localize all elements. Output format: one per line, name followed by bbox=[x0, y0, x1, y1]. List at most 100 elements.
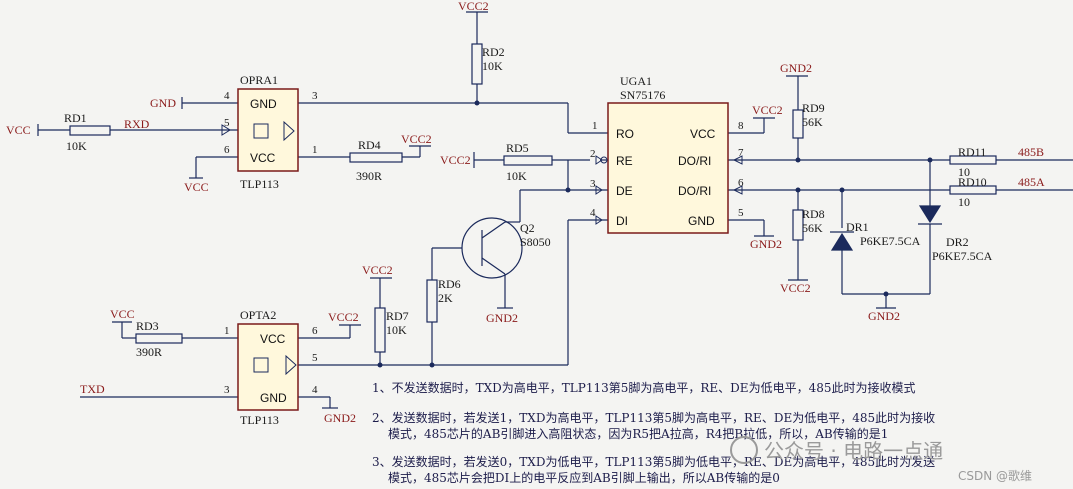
uga1-chip bbox=[607, 102, 729, 234]
uga1-vcc: VCC bbox=[690, 127, 716, 141]
rd4-resistor bbox=[349, 152, 403, 163]
net-vcc-rd3: VCC bbox=[110, 307, 135, 321]
opta2-pin3: 3 bbox=[224, 384, 230, 396]
rd3-label: RD3 bbox=[136, 319, 159, 333]
q2-transistor bbox=[461, 217, 523, 279]
opra1-part: TLP113 bbox=[240, 177, 279, 191]
opra1-pin5: 5 bbox=[224, 117, 230, 129]
rd6-value: 2K bbox=[438, 291, 453, 305]
net-gnd2-opta: GND2 bbox=[324, 411, 356, 425]
net-vcc2-rd4: VCC2 bbox=[401, 132, 432, 146]
rd8-label: RD8 bbox=[802, 207, 825, 221]
rd4-label: RD4 bbox=[358, 138, 381, 152]
rd7-value: 10K bbox=[386, 323, 407, 337]
uga1-pin7: 7 bbox=[738, 147, 744, 159]
opta2-pin1: 1 bbox=[224, 325, 230, 337]
uga1-pin6: 6 bbox=[738, 177, 744, 189]
opta2-pin5: 5 bbox=[312, 352, 318, 364]
uga1-re: RE bbox=[616, 154, 633, 168]
opra1-name: OPRA1 bbox=[240, 73, 278, 87]
rd1-label: RD1 bbox=[64, 111, 87, 125]
net-vcc2-rd8: VCC2 bbox=[780, 281, 811, 295]
uga1-de: DE bbox=[616, 184, 633, 198]
net-gnd2-dr: GND2 bbox=[868, 309, 900, 323]
uga1-pin2: 2 bbox=[590, 148, 596, 160]
opra1-pin6: 6 bbox=[224, 144, 230, 156]
uga1-do2: DO/RI bbox=[678, 184, 711, 198]
net-gnd2-q2: GND2 bbox=[486, 311, 518, 325]
uga1-pin8: 8 bbox=[738, 120, 744, 132]
watermark-main: 公众号 · 电路一点通 bbox=[764, 439, 943, 463]
uga1-gnd: GND bbox=[688, 214, 715, 228]
rd11-value: 10 bbox=[958, 165, 970, 179]
net-gnd2-uga: GND2 bbox=[750, 237, 782, 251]
rd3-resistor bbox=[135, 333, 183, 344]
opra1-pin3: 3 bbox=[312, 90, 318, 102]
rd2-value: 10K bbox=[482, 59, 503, 73]
note-2b: 模式，485芯片的AB引脚进入高阻状态，因为R5把A拉高，R4把B拉低，所以，A… bbox=[388, 426, 888, 441]
opta2-vcc-pin: VCC bbox=[260, 332, 286, 346]
rd9-label: RD9 bbox=[802, 101, 825, 115]
rd1-value: 10K bbox=[66, 139, 87, 153]
rd10-label: RD10 bbox=[958, 175, 987, 189]
rd7-resistor bbox=[374, 307, 386, 353]
opta2-part: TLP113 bbox=[240, 413, 279, 427]
opta2-pin4: 4 bbox=[312, 384, 318, 396]
rd4-value: 390R bbox=[356, 169, 382, 183]
rd6-resistor bbox=[426, 279, 438, 323]
rd5-value: 10K bbox=[506, 169, 527, 183]
note-2: 2、发送数据时，若发送1，TXD为高电平，TLP113第5脚为高电平，RE、DE… bbox=[372, 410, 935, 425]
opta2-name: OPTA2 bbox=[240, 308, 276, 322]
uga1-do1: DO/RI bbox=[678, 154, 711, 168]
opra1-pin4: 4 bbox=[224, 90, 230, 102]
q2-value: S8050 bbox=[520, 235, 551, 249]
net-vcc2-opta: VCC2 bbox=[328, 310, 359, 324]
net-gnd-opra: GND bbox=[150, 96, 176, 110]
dr1-diode bbox=[830, 232, 854, 251]
uga1-part: SN75176 bbox=[620, 88, 665, 102]
net-485a: 485A bbox=[1018, 175, 1045, 189]
dr2-diode bbox=[918, 205, 942, 224]
dr2-value: P6KE7.5CA bbox=[932, 249, 993, 263]
uga1-name: UGA1 bbox=[620, 74, 652, 88]
net-485b: 485B bbox=[1018, 145, 1044, 159]
net-gnd2-rd9: GND2 bbox=[780, 61, 812, 75]
dr1-value: P6KE7.5CA bbox=[860, 234, 921, 248]
net-vcc2-top: VCC2 bbox=[458, 0, 489, 13]
opra1-gnd-pin: GND bbox=[250, 97, 277, 111]
net-rxd: RXD bbox=[124, 117, 150, 131]
uga1-pin5: 5 bbox=[738, 207, 744, 219]
rd9-value: 56K bbox=[802, 115, 823, 129]
rd2-resistor bbox=[471, 43, 483, 85]
net-txd: TXD bbox=[80, 382, 105, 396]
rd7-label: RD7 bbox=[386, 309, 409, 323]
net-vcc2-uga: VCC2 bbox=[752, 103, 783, 117]
opta2-gnd-pin: GND bbox=[260, 391, 287, 405]
uga1-ro: RO bbox=[616, 127, 634, 141]
uga1-pin1: 1 bbox=[592, 120, 598, 132]
note-3: 3、发送数据时，若发送0，TXD为低电平，TLP113第5脚为低电平，RE、DE… bbox=[372, 454, 935, 469]
rd11-label: RD11 bbox=[958, 145, 986, 159]
rd10-value: 10 bbox=[958, 195, 970, 209]
rd2-label: RD2 bbox=[482, 45, 505, 59]
net-vcc-left: VCC bbox=[6, 123, 31, 137]
opra1-pin1: 1 bbox=[312, 144, 318, 156]
dr1-label: DR1 bbox=[846, 220, 869, 234]
uga1-pin4: 4 bbox=[590, 207, 596, 219]
net-vcc-opra: VCC bbox=[184, 180, 209, 194]
dr2-label: DR2 bbox=[946, 235, 969, 249]
rd5-label: RD5 bbox=[506, 141, 529, 155]
rd3-value: 390R bbox=[136, 345, 162, 359]
opta2-pin6: 6 bbox=[312, 325, 318, 337]
rd8-value: 56K bbox=[802, 221, 823, 235]
note-3b: 模式，485芯片会把DI上的电平反应到AB引脚上输出，所以AB传输的是0 bbox=[388, 470, 780, 485]
uga1-pin3: 3 bbox=[590, 178, 596, 190]
net-vcc2-rd7: VCC2 bbox=[362, 263, 393, 277]
net-vcc2-rd5: VCC2 bbox=[440, 153, 471, 167]
opra1-vcc-pin: VCC bbox=[250, 151, 276, 165]
rd1-resistor bbox=[69, 125, 111, 136]
rd6-label: RD6 bbox=[438, 277, 461, 291]
q2-label: Q2 bbox=[520, 221, 535, 235]
rd5-resistor bbox=[503, 155, 553, 166]
